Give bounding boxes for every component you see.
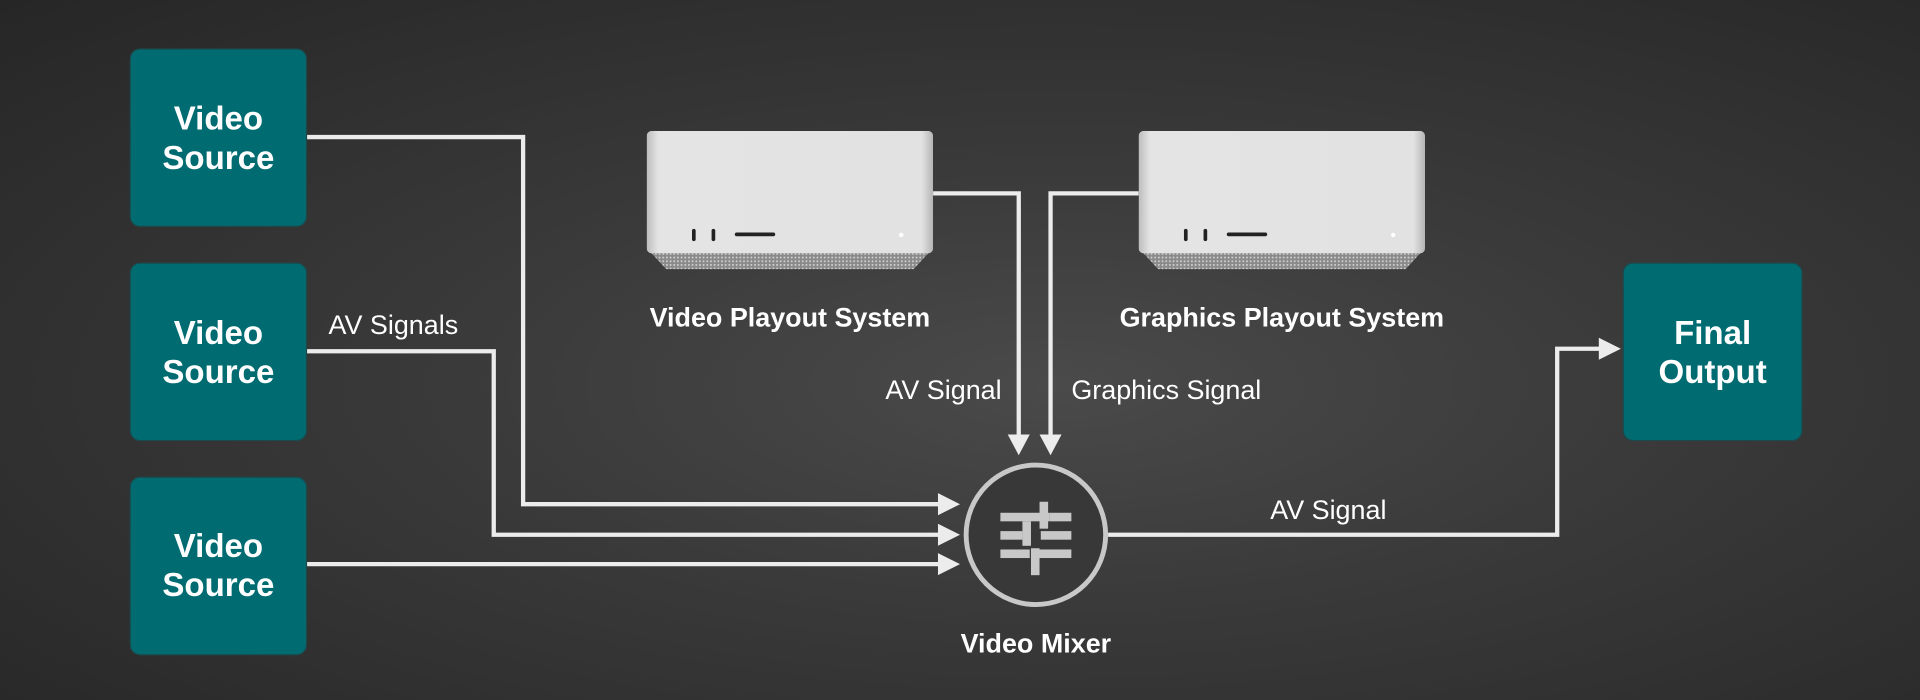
sliders-icon — [1000, 501, 1072, 576]
arrow-head — [1007, 434, 1030, 456]
video-mixer-label: Video Mixer — [961, 628, 1112, 658]
box-label: Final — [1674, 315, 1751, 352]
box-label: Source — [162, 567, 274, 604]
wire-video-playout — [933, 191, 1021, 439]
video-playout-computer-icon — [646, 130, 934, 270]
arrow-head — [1039, 434, 1062, 456]
graphics-playout-computer-icon — [1138, 130, 1426, 270]
wire-output — [1108, 346, 1604, 537]
wire-source-2 — [306, 349, 943, 537]
arrow-head — [937, 553, 960, 576]
video-playout-label: Video Playout System — [650, 303, 931, 333]
box-label: Video — [174, 101, 263, 138]
box-label: Video — [174, 315, 263, 352]
video-source-2: Video Source — [129, 262, 308, 442]
graphics-signal-label: Graphics Signal — [1071, 375, 1261, 405]
wire-graphics-playout — [1048, 191, 1139, 439]
av-signals-label: AV Signals — [329, 310, 459, 340]
video-source-3: Video Source — [129, 476, 308, 656]
wire-source-1 — [306, 134, 943, 507]
av-signal-label: AV Signal — [885, 375, 1001, 405]
final-output: Final Output — [1622, 262, 1803, 442]
box-label: Video — [174, 528, 263, 565]
video-mixer: Video Mixer — [961, 462, 1112, 658]
box-label: Source — [162, 354, 274, 391]
arrow-head — [937, 523, 960, 546]
box-label: Output — [1659, 354, 1767, 391]
arrow-head — [937, 493, 960, 516]
box-label: Source — [162, 140, 274, 177]
graphics-playout-label: Graphics Playout System — [1120, 303, 1445, 333]
arrow-head — [1598, 337, 1621, 360]
video-source-1: Video Source — [129, 48, 308, 228]
output-signal-label: AV Signal — [1270, 495, 1386, 525]
